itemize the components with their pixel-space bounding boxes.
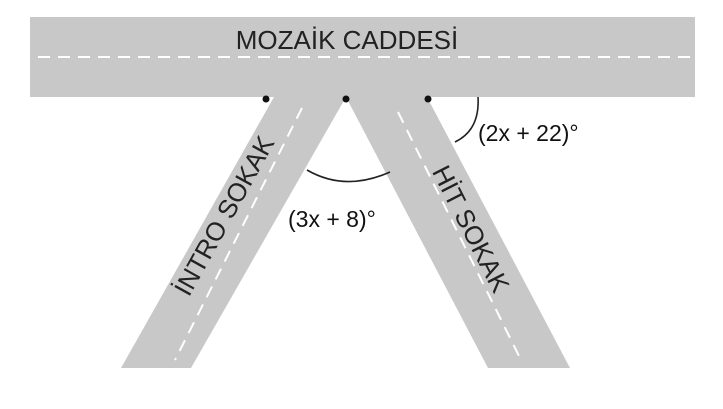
- inner-angle-label: (3x + 8)°: [288, 206, 376, 232]
- intro-sokak-lane-marking: [174, 107, 303, 361]
- outer-angle-label: (2x + 22)°: [478, 120, 579, 146]
- main-road-label: MOZAİK CADDESİ: [236, 25, 458, 55]
- outer-angle-arc: [454, 96, 479, 143]
- hit-sokak-road: [346, 97, 570, 368]
- right-junction-point: [424, 95, 432, 103]
- left-junction-point: [262, 95, 270, 103]
- inner-angle-arc: [306, 169, 391, 183]
- center-junction-point: [342, 95, 350, 103]
- intro-sokak-road: [121, 97, 346, 368]
- hit-sokak-lane-marking: [397, 111, 521, 359]
